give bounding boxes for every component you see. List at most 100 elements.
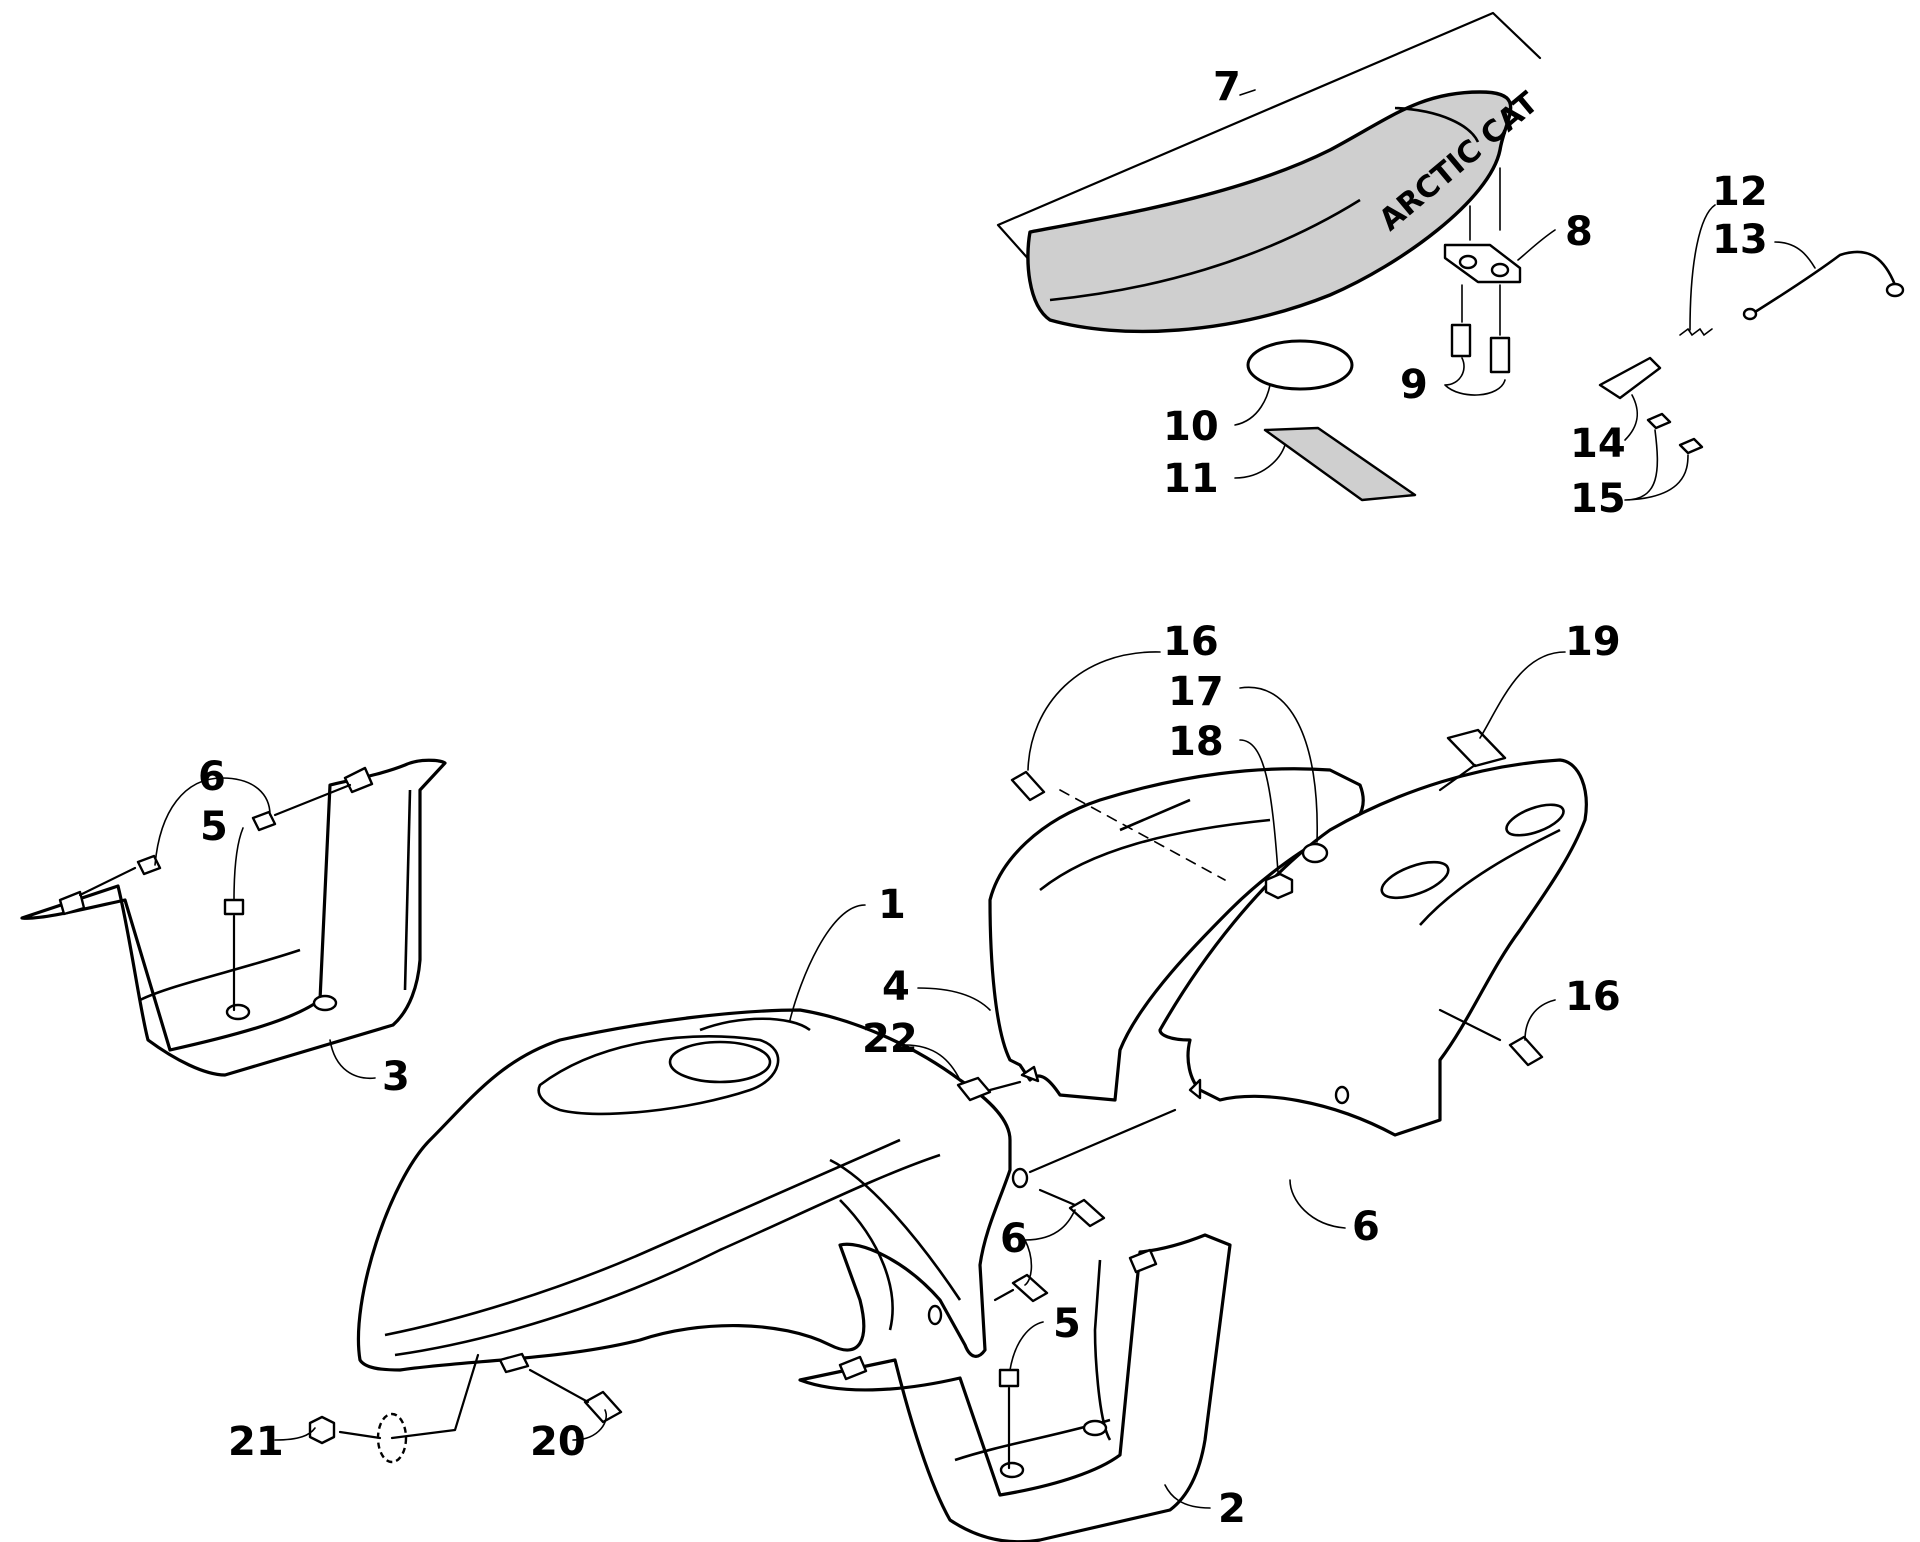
front-fender-fastener-line bbox=[1038, 1188, 1077, 1207]
front-fender-dash bbox=[699, 1017, 811, 1032]
front-fender-1 bbox=[356, 1008, 1012, 1372]
rear-fender-contour bbox=[1039, 818, 1271, 892]
rear-fender-bolt bbox=[1010, 770, 1046, 802]
front-fender-bolt-20 bbox=[583, 1390, 623, 1424]
callout-19: 19 bbox=[1565, 619, 1621, 665]
leader-line-15 bbox=[1624, 429, 1689, 501]
footwell-tab bbox=[58, 890, 86, 916]
leader-line-22 bbox=[904, 1044, 961, 1081]
seat-ridge bbox=[1394, 106, 1480, 143]
rear-fender-hidden-line bbox=[1059, 789, 1226, 881]
leader-line-18 bbox=[1239, 739, 1279, 873]
leader-line-9 bbox=[1444, 357, 1506, 396]
seat-bushing bbox=[1450, 323, 1472, 358]
rear-fender-hole bbox=[1334, 1085, 1350, 1105]
seat-edge bbox=[1049, 198, 1361, 302]
footwell-tab bbox=[838, 1355, 868, 1381]
callout-3: 3 bbox=[382, 1054, 410, 1100]
callout-17: 17 bbox=[1168, 669, 1224, 715]
seat-assembly: ARCTIC CAT bbox=[996, 11, 1905, 502]
callout-7: 7 bbox=[1213, 64, 1241, 110]
front-fender-fastener-line bbox=[338, 1430, 382, 1440]
rear-fender-vent bbox=[1505, 803, 1565, 837]
front-fender-contour bbox=[394, 1153, 941, 1357]
front-fender-fastener-line bbox=[988, 1080, 1022, 1092]
leader-line-5b bbox=[1009, 1321, 1044, 1371]
callout-12: 12 bbox=[1712, 169, 1768, 215]
callout-1: 1 bbox=[878, 882, 906, 928]
callout-9: 9 bbox=[1400, 362, 1428, 408]
leader-line-8 bbox=[1517, 229, 1556, 261]
callout-15: 15 bbox=[1570, 476, 1626, 522]
callout-18: 18 bbox=[1168, 719, 1224, 765]
rear-fender-4 bbox=[988, 767, 1365, 1102]
seat bbox=[1026, 90, 1513, 334]
leader-line-7 bbox=[1239, 89, 1256, 96]
footwell-side bbox=[403, 789, 412, 991]
callout-14: 14 bbox=[1570, 421, 1626, 467]
callout-labels: 1 2 3 4 5 5 6 6 6 7 8 9 10 11 12 13 14 1… bbox=[198, 64, 1768, 1532]
footwell-hole bbox=[225, 1003, 251, 1021]
rear-fender-pad bbox=[1446, 728, 1507, 768]
rear-fender-tab bbox=[1188, 1078, 1202, 1100]
callout-5: 5 bbox=[200, 804, 228, 850]
rear-fender-tab bbox=[1020, 1065, 1040, 1083]
seat-assembly-bracket bbox=[996, 11, 1542, 274]
front-fender-inner-panel bbox=[829, 1158, 962, 1301]
rear-fender-washer bbox=[1301, 842, 1329, 864]
footwell-hole bbox=[1082, 1419, 1108, 1437]
callout-10: 10 bbox=[1163, 404, 1219, 450]
seat-latch-bracket bbox=[1443, 243, 1522, 284]
callout-16: 16 bbox=[1163, 619, 1219, 665]
footwell-fastener-line bbox=[273, 783, 352, 817]
rear-fender-fastener-line bbox=[1438, 1008, 1502, 1042]
front-fender-contour bbox=[384, 1138, 901, 1337]
footwell-2 bbox=[798, 1233, 1232, 1542]
leader-line-14 bbox=[1624, 394, 1639, 441]
callout-22: 22 bbox=[862, 1016, 918, 1062]
leader-line-19 bbox=[1479, 651, 1566, 739]
leader-line-6a bbox=[154, 777, 271, 866]
callout-13: 13 bbox=[1712, 217, 1768, 263]
rear-fender-nut bbox=[1264, 872, 1294, 900]
leader-line-11 bbox=[1234, 444, 1286, 479]
seat-latch-cable bbox=[1753, 250, 1897, 314]
footwell-tab bbox=[1128, 1248, 1158, 1274]
callout-6: 6 bbox=[1000, 1216, 1028, 1262]
footwell-tab bbox=[343, 766, 374, 794]
callout-2: 2 bbox=[1218, 1486, 1246, 1532]
callout-16: 16 bbox=[1565, 974, 1621, 1020]
footwell-floor bbox=[139, 948, 301, 1002]
leader-line-1 bbox=[789, 904, 866, 1021]
seat-latch-spring bbox=[1679, 327, 1713, 337]
leader-line-10 bbox=[1234, 384, 1271, 426]
footwell-left-rear bbox=[20, 758, 447, 1077]
seat-pad bbox=[1263, 426, 1417, 502]
footwell-side bbox=[1093, 1259, 1112, 1441]
front-fender-clip bbox=[956, 1076, 992, 1102]
rear-fender-vent bbox=[1380, 860, 1450, 900]
seat-cable-end bbox=[1885, 282, 1905, 298]
footwell-screw bbox=[136, 854, 162, 876]
leader-lines bbox=[154, 89, 1816, 1509]
callout-5: 5 bbox=[1053, 1301, 1081, 1347]
seat-bracket-hole bbox=[1458, 254, 1478, 270]
seat-bracket-hole bbox=[1490, 262, 1510, 278]
front-fender-fastener-line bbox=[1028, 1108, 1177, 1174]
front-fender-cap bbox=[668, 1040, 772, 1084]
front-fender-fastener-line bbox=[993, 1288, 1015, 1302]
callout-6: 6 bbox=[1352, 1204, 1380, 1250]
leader-line-13 bbox=[1774, 241, 1816, 269]
front-fender-bolt bbox=[1068, 1198, 1106, 1228]
rear-fender-contour bbox=[1119, 798, 1191, 832]
footwell-screw bbox=[251, 810, 277, 832]
front-fender-tank-opening bbox=[537, 1035, 780, 1116]
footwell-screw bbox=[998, 1368, 1020, 1388]
front-fender-bolt bbox=[1011, 1273, 1049, 1303]
callout-4: 4 bbox=[882, 964, 910, 1010]
footwell-hole bbox=[312, 994, 338, 1012]
leader-line-6c bbox=[1289, 1179, 1346, 1229]
seat-latch-screw bbox=[1678, 437, 1704, 455]
footwell-screw bbox=[223, 898, 245, 916]
